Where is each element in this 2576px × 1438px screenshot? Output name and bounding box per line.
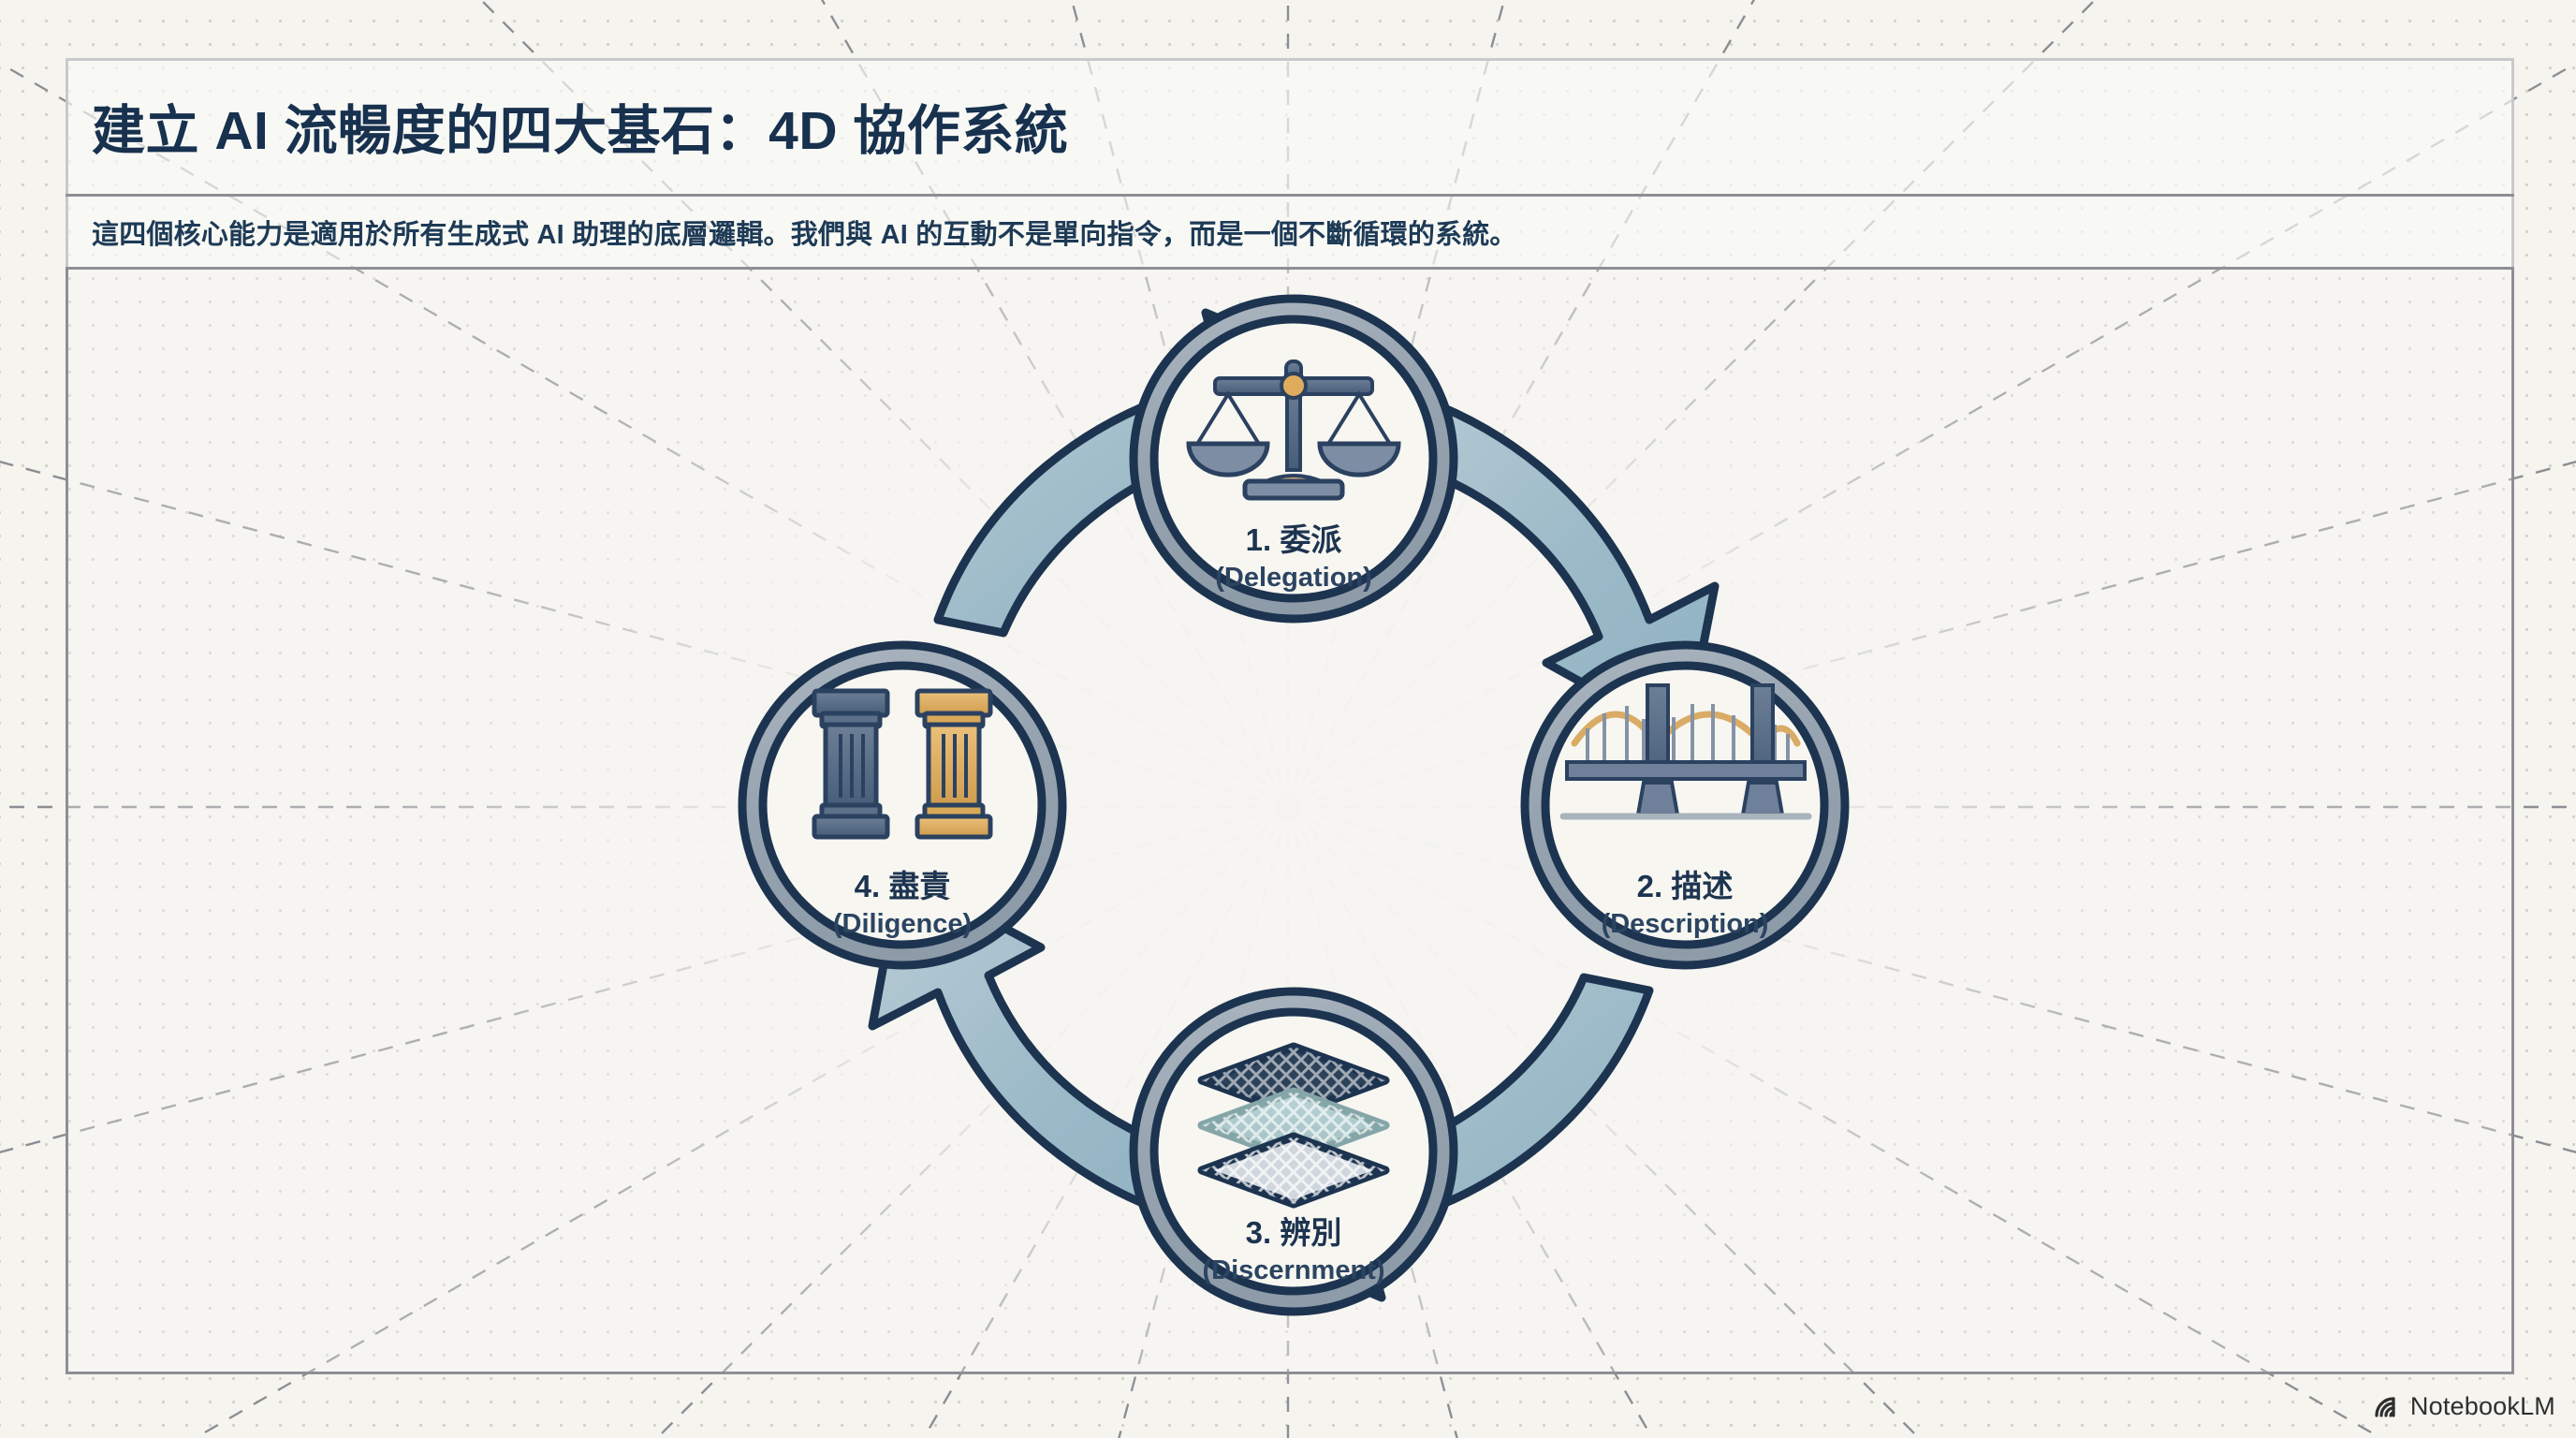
balance-scale-icon bbox=[1186, 360, 1401, 501]
node-ring-edge-outer bbox=[1520, 640, 1850, 970]
node-label-en: (Discernment) bbox=[1203, 1255, 1385, 1285]
node-ring-edge-inner bbox=[1149, 315, 1438, 603]
subtitle-band: 這四個核心能力是適用於所有生成式 AI 助理的底層邏輯。我們與 AI 的互動不是… bbox=[66, 197, 2514, 270]
node-label-cn: 2. 描述 bbox=[1637, 869, 1734, 903]
node-ring-edge-inner bbox=[1541, 661, 1829, 949]
node-ring-edge-inner bbox=[758, 661, 1046, 949]
suspension-bridge-icon bbox=[1559, 683, 1812, 820]
notebooklm-watermark: NotebookLM bbox=[2373, 1392, 2555, 1421]
node-ring-edge-outer bbox=[738, 640, 1067, 970]
two-pillars-icon bbox=[812, 688, 993, 840]
cycle-node-description[interactable]: 2. 描述 (Description) bbox=[1520, 640, 1850, 970]
node-ring-edge-inner bbox=[1149, 1007, 1438, 1296]
cycle-node-diligence[interactable]: 4. 盡責 (Diligence) bbox=[738, 640, 1067, 970]
cycle-node-discernment[interactable]: 3. 辨別 (Discernment) bbox=[1129, 987, 1458, 1316]
cycle-node-delegation[interactable]: 1. 委派 (Delegation) bbox=[1129, 294, 1458, 624]
watermark-label: NotebookLM bbox=[2409, 1392, 2555, 1420]
stacked-filter-layers-icon bbox=[1197, 1042, 1390, 1209]
4d-cycle-diagram: 1. 委派 (Delegation) bbox=[738, 294, 1850, 1316]
node-label-cn: 4. 盡責 bbox=[855, 869, 951, 903]
node-label-en: (Delegation) bbox=[1215, 563, 1372, 593]
page-subtitle: 這四個核心能力是適用於所有生成式 AI 助理的底層邏輯。我們與 AI 的互動不是… bbox=[92, 219, 1517, 250]
node-label-cn: 3. 辨別 bbox=[1246, 1215, 1342, 1250]
node-label-en: (Diligence) bbox=[833, 909, 972, 939]
node-label-en: (Description) bbox=[1602, 909, 1769, 939]
notebooklm-spiral-icon bbox=[2375, 1396, 2395, 1417]
header-band: 建立 AI 流暢度的四大基石：4D 協作系統 bbox=[66, 58, 2514, 197]
node-ring-edge-outer bbox=[1129, 294, 1458, 624]
node-label-cn: 1. 委派 bbox=[1246, 522, 1342, 557]
page-title: 建立 AI 流暢度的四大基石：4D 協作系統 bbox=[92, 100, 1069, 161]
node-ring-edge-outer bbox=[1129, 987, 1458, 1316]
